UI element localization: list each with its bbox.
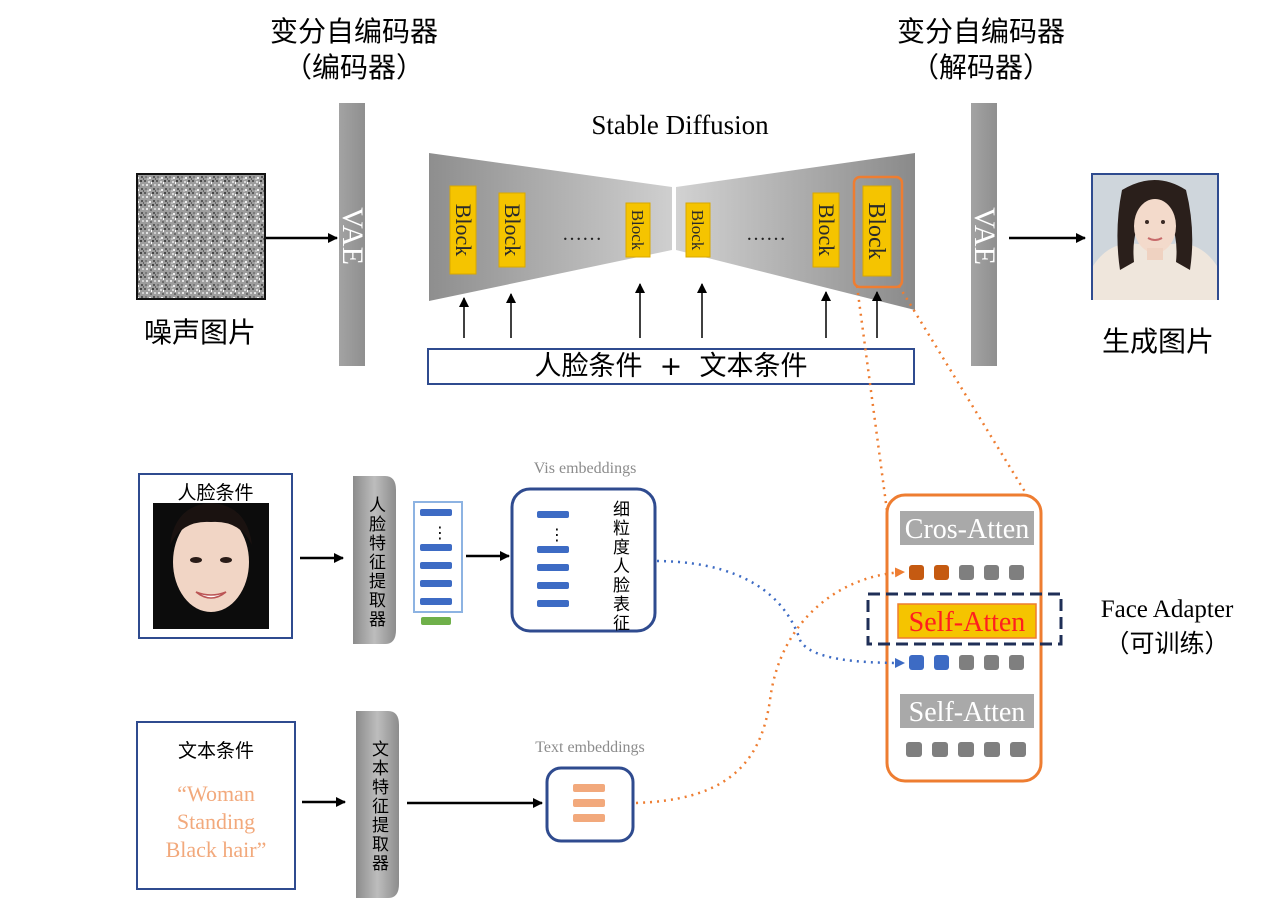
- text-condition-box: [136, 721, 296, 890]
- vae-decoder-label: VAE: [968, 207, 1001, 265]
- decoder-heading-line1: 变分自编码器: [896, 15, 1065, 48]
- face-adapter-name: Face Adapter: [1100, 596, 1234, 623]
- unet-block: Block: [625, 202, 651, 258]
- vis-to-adapter-connector: [656, 559, 905, 668]
- unet-block: Block: [498, 192, 526, 268]
- face-feature-extractor: [353, 476, 396, 644]
- face-condition-title: 人脸条件: [177, 482, 254, 504]
- unet-block-highlighted: Block: [852, 175, 904, 289]
- unet-ellipsis-left: ……: [562, 223, 602, 245]
- text-feature-extractor: [356, 711, 399, 898]
- text-prompt: “Woman Standing Black hair”: [137, 780, 295, 864]
- unet-ellipsis-right: ……: [746, 223, 786, 245]
- text-prompt-line2: Standing: [176, 809, 256, 834]
- svg-text:Cros-Atten: Cros-Atten: [905, 514, 1029, 545]
- text-embeddings-box: [545, 766, 635, 843]
- condition-arrows: [459, 283, 882, 338]
- encoder-heading-line2: （编码器）: [283, 51, 424, 84]
- self-attention-trainable: Self-Atten: [897, 603, 1037, 639]
- text-prompt-line3: Black hair”: [165, 837, 267, 862]
- noise-image: [136, 173, 266, 300]
- face-adapter-note: （可训练）: [1104, 629, 1230, 658]
- text-embeddings-label: Text embeddings: [535, 739, 645, 756]
- svg-text:Block: Block: [814, 204, 839, 257]
- svg-text:⋮: ⋮: [549, 525, 565, 544]
- svg-text:Block: Block: [688, 210, 707, 251]
- face-photo: [153, 503, 269, 629]
- self-attention-layer: Self-Atten: [900, 694, 1034, 728]
- hidden-token-row: [906, 742, 1026, 757]
- text-token-row: [909, 565, 1024, 580]
- decoder-heading-line2: （解码器）: [910, 51, 1051, 84]
- cross-attention-layer: Cros-Atten: [900, 511, 1034, 545]
- fine-face-representation-label: 细粒度人脸表征: [609, 500, 629, 633]
- svg-text:Self-Atten: Self-Atten: [909, 697, 1026, 728]
- text-condition-title: 文本条件: [177, 740, 254, 762]
- zoom-line-right: [897, 285, 1032, 501]
- encoder-heading-line1: 变分自编码器: [269, 15, 438, 48]
- vae-encoder-bar: VAE: [336, 103, 369, 366]
- text-to-adapter-connector: [635, 567, 905, 805]
- svg-text:Block: Block: [628, 210, 647, 251]
- vae-encoder-label: VAE: [336, 207, 369, 265]
- conditions-box: [427, 348, 915, 385]
- stable-diffusion-title: Stable Diffusion: [591, 110, 769, 140]
- svg-text:⋮: ⋮: [432, 523, 448, 542]
- generated-image: [1091, 173, 1219, 300]
- face-adapter-caption: Face Adapter （可训练）: [1072, 593, 1262, 661]
- unet-encoder-shape: [429, 153, 672, 301]
- encoder-heading: 变分自编码器 （编码器）: [236, 14, 472, 86]
- trainable-dashed-frame: [866, 592, 1063, 646]
- zoom-line-left: [855, 285, 891, 527]
- unet-block: Block: [812, 192, 840, 268]
- face-token-column: ⋮: [413, 501, 463, 625]
- conditions-label: 人脸条件 + 文本条件: [534, 351, 808, 382]
- vis-embeddings-box: ⋮: [510, 487, 657, 633]
- vis-embeddings-label: Vis embeddings: [533, 460, 637, 477]
- text-prompt-line1: “Woman: [177, 781, 255, 806]
- vae-decoder-bar: VAE: [968, 103, 1001, 366]
- svg-text:Block: Block: [451, 204, 476, 257]
- text-extractor-label: 文本特征提取器: [368, 740, 388, 873]
- generated-image-label: 生成图片: [1101, 325, 1214, 358]
- svg-text:Self-Atten: Self-Atten: [909, 607, 1026, 638]
- decoder-heading: 变分自编码器 （解码器）: [863, 14, 1099, 86]
- face-token-row: [909, 655, 1024, 670]
- unet-block: Block: [685, 202, 711, 258]
- unet-block: Block: [449, 185, 477, 275]
- svg-text:Block: Block: [863, 202, 889, 259]
- svg-text:Block: Block: [500, 204, 525, 257]
- face-extractor-label: 人脸特征提取器: [365, 496, 385, 629]
- noise-image-label: 噪声图片: [143, 316, 256, 349]
